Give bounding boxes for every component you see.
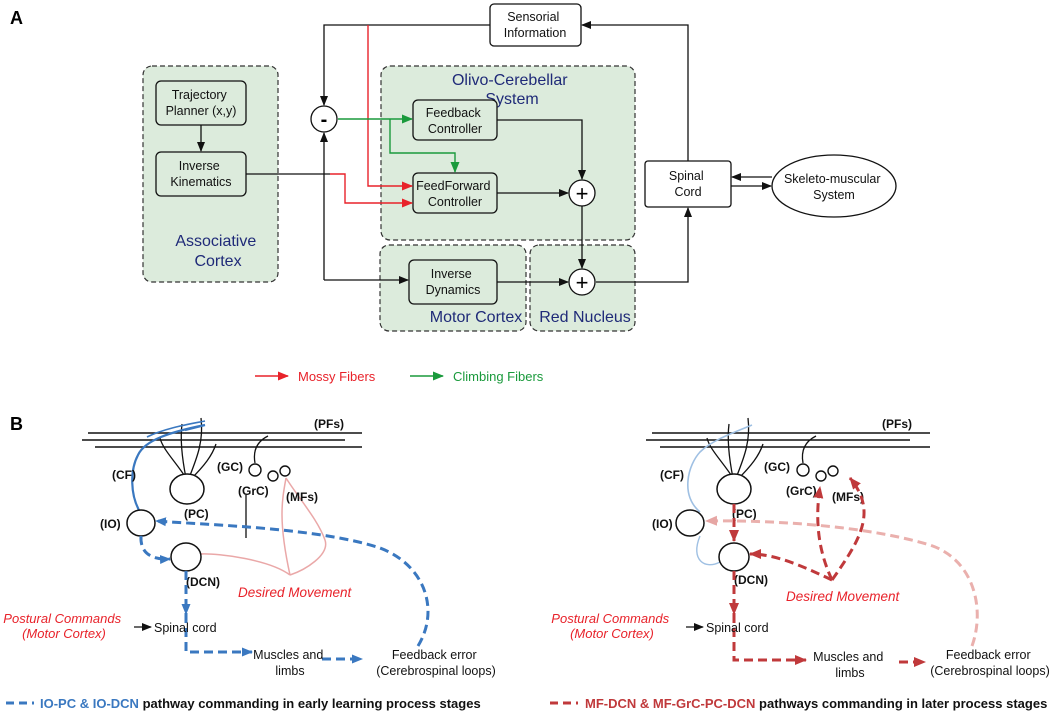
panel-a-letter: A (10, 8, 23, 28)
cf-label-left: (CF) (112, 468, 136, 482)
spinal-cord-text: Spinal Cord (669, 169, 707, 199)
plus-junction-lower (568, 268, 596, 296)
gc-label-right: (GC) (764, 460, 790, 474)
muscles-label-right: Muscles and limbs (813, 650, 887, 680)
red-nucleus-label: Red Nucleus (539, 309, 631, 326)
inverse-kinematics-text: Inverse Kinematics (170, 159, 231, 189)
inverse-dynamics-text: Inverse Dynamics (426, 267, 481, 297)
feedforward-controller-text: FeedForward Controller (416, 179, 494, 209)
spinal-cord-box (644, 160, 732, 208)
olivo-cerebellar-label: Olivo-Cerebellar System (452, 72, 572, 108)
io-cell-right (675, 509, 705, 537)
io-cell-left (126, 509, 156, 537)
desired-movement-left: Desired Movement (238, 585, 353, 600)
grc-label-left: (GrC) (238, 484, 269, 498)
grc-cell-right-1 (815, 470, 827, 482)
panel-b-letter: B (10, 414, 23, 434)
grc-label-right: (GrC) (786, 484, 817, 498)
io-label-right: (IO) (652, 517, 673, 531)
legend-right-text: MF-DCN & MF-GrC-PC-DCN pathways commandi… (585, 696, 1047, 711)
climbing-legend-label: Climbing Fibers (453, 369, 544, 384)
left-circuit: (PFs) (CF) (GC) (GrC) (MFs) (3, 417, 495, 678)
mfs-label-right: (MFs) (832, 490, 864, 504)
dcn-label-right: (DCN) (734, 573, 768, 587)
plus-sign-upper: + (576, 181, 589, 206)
motor-cortex-label: Motor Cortex (430, 309, 522, 326)
io-label-left: (IO) (100, 517, 121, 531)
muscles-label-left: Muscles and limbs (253, 648, 327, 678)
feedback-controller-text: Feedback Controller (426, 106, 484, 136)
pfs-label-left: (PFs) (314, 417, 344, 431)
pc-label-left: (PC) (184, 507, 209, 521)
legend-left-text: IO-PC & IO-DCN pathway commanding in ear… (40, 696, 481, 711)
mfs-label-left: (MFs) (286, 490, 318, 504)
spinal-cord-label-right: Spinal cord (706, 621, 769, 635)
sensorial-information-text: Sensorial Information (504, 10, 567, 40)
gc-cell-left (248, 463, 262, 477)
spinal-cord-label-left: Spinal cord (154, 621, 217, 635)
pc-cell-right (716, 473, 752, 505)
gc-cell-right (796, 463, 810, 477)
panel-a-black-connections (197, 21, 772, 286)
mossy-legend-label: Mossy Fibers (298, 369, 376, 384)
associative-cortex-label: Associative Cortex (175, 233, 260, 270)
trajectory-planner-text: Trajectory Planner (x,y) (166, 88, 237, 118)
feedback-error-label-left: Feedback error (Cerebrospinal loops) (376, 648, 496, 678)
dcn-cell-right (718, 542, 750, 572)
plus-sign-lower: + (576, 270, 589, 295)
skeleto-muscular-text: Skeleto-muscular System (784, 172, 884, 202)
feedback-error-label-right: Feedback error (Cerebrospinal loops) (930, 648, 1050, 678)
desired-movement-right: Desired Movement (786, 589, 901, 604)
dcn-label-left: (DCN) (186, 575, 220, 589)
panel-a-climbing-fibers (338, 114, 460, 173)
gc-label-left: (GC) (217, 460, 243, 474)
grc-cell-right-2 (827, 465, 839, 477)
grc-cell-left-2 (279, 465, 291, 477)
grc-cell-left-1 (267, 470, 279, 482)
skeleto-muscular-ellipse (771, 154, 897, 218)
postural-commands-right: Postural Commands (Motor Cortex) (551, 611, 672, 641)
dcn-cell-left (170, 542, 202, 572)
pfs-label-right: (PFs) (882, 417, 912, 431)
postural-commands-left: Postural Commands (Motor Cortex) (3, 611, 124, 641)
right-circuit: (PFs) (CF) (GC) (GrC) (MFs) (PC) (IO) (D… (551, 417, 1049, 680)
cf-label-right: (CF) (660, 468, 684, 482)
pc-label-right: (PC) (732, 507, 757, 521)
minus-sign: - (321, 109, 328, 131)
pc-cell-left (169, 473, 205, 505)
panel-a-mossy-fibers (330, 25, 413, 208)
